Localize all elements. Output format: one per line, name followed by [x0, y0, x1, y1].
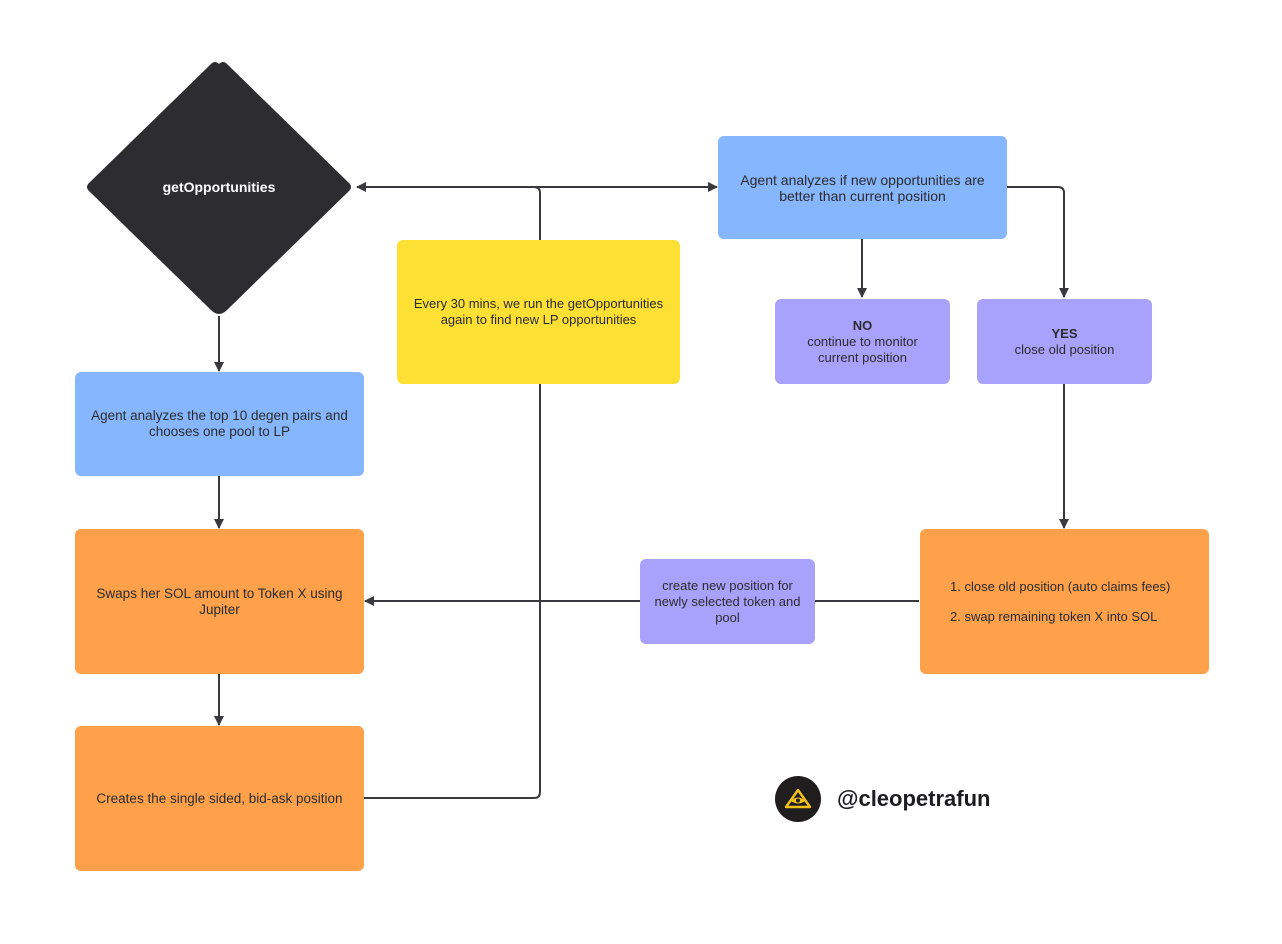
create-new-position-box: create new position for newly selected t… — [640, 559, 815, 644]
yes-option-box: YES close old position — [977, 299, 1152, 384]
yes-option-text: close old position — [1014, 341, 1115, 357]
pyramid-eye-icon — [775, 776, 821, 822]
connector-analyze-new-to-yes — [1007, 186, 1069, 298]
swap-sol-text: Swaps her SOL amount to Token X using Ju… — [96, 585, 343, 617]
analyze-top-pairs-text: Agent analyzes the top 10 degen pairs an… — [91, 408, 348, 439]
get-opportunities-label: getOpportunities — [162, 179, 276, 195]
analyze-new-box: Agent analyzes if new opportunities are … — [718, 136, 1007, 239]
create-position-text: Creates the single sided, bid-ask positi… — [96, 790, 343, 806]
yes-option-title: YES — [1051, 325, 1078, 341]
brand-badge: @cleopetrafun — [775, 776, 990, 822]
no-option-box: NO continue to monitor current position — [775, 299, 950, 384]
every-30-mins-text: Every 30 mins, we run the getOpportuniti… — [413, 296, 664, 327]
close-steps-box: 1. close old position (auto claims fees)… — [920, 529, 1209, 674]
create-new-position-text: create new position for newly selected t… — [654, 577, 801, 625]
close-step-1: 1. close old position (auto claims fees) — [950, 578, 1171, 594]
no-option-text: continue to monitor current position — [807, 333, 918, 365]
analyze-top-pairs-box: Agent analyzes the top 10 degen pairs an… — [75, 372, 364, 476]
brand-handle[interactable]: @cleopetrafun — [837, 786, 991, 811]
no-option-title: NO — [852, 317, 873, 333]
analyze-new-text: Agent analyzes if new opportunities are … — [740, 171, 985, 204]
swap-sol-box: Swaps her SOL amount to Token X using Ju… — [75, 529, 364, 674]
create-position-box: Creates the single sided, bid-ask positi… — [75, 726, 364, 871]
close-step-2: 2. swap remaining token X into SOL — [950, 608, 1158, 624]
get-opportunities-diamond — [87, 62, 351, 314]
every-30-mins-box: Every 30 mins, we run the getOpportuniti… — [397, 240, 680, 384]
